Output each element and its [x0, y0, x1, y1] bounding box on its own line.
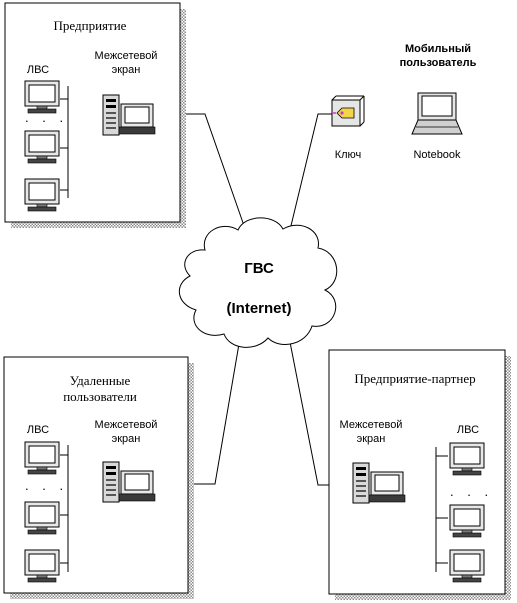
notebook-icon	[411, 92, 463, 135]
mobile-title-2: пользователь	[399, 57, 477, 69]
enterprise-title: Предприятие	[53, 18, 127, 33]
remote-firewall-label-1: Межсетевой	[94, 419, 158, 431]
enterprise-box	[4, 2, 186, 228]
partner-firewall-label-1: Межсетевой	[339, 419, 403, 431]
enterprise-dots: . . .	[25, 110, 69, 125]
link-mobile-wan	[288, 113, 332, 235]
partner-firewall-label-2: экран	[356, 433, 386, 445]
key-icon	[331, 95, 365, 127]
remote-lan-label: ЛВС	[26, 424, 50, 436]
wan-cloud-icon	[179, 217, 338, 348]
wan-sublabel: (Internet)	[226, 300, 292, 317]
remote-title-1: Удаленные	[69, 373, 131, 388]
remote-title-2: пользователи	[63, 389, 137, 404]
partner-lan	[352, 442, 485, 583]
partner-dots: . . .	[450, 484, 494, 499]
partner-lan-label: ЛВС	[456, 424, 480, 436]
remote-firewall-label-2: экран	[111, 433, 141, 445]
partner-title: Предприятие-партнер	[354, 371, 476, 386]
mobile-title-1: Мобильный	[405, 43, 471, 55]
key-label: Ключ	[334, 149, 362, 161]
remote-lan	[24, 441, 156, 583]
enterprise-firewall-label-2: экран	[111, 64, 141, 76]
enterprise-firewall-label-1: Межсетевой	[94, 50, 158, 62]
wan-label: ГВС	[244, 260, 274, 277]
remote-users-box	[3, 356, 194, 599]
notebook-label: Notebook	[413, 149, 461, 161]
remote-dots: . . .	[25, 478, 69, 493]
enterprise-lan-label: ЛВС	[26, 64, 50, 76]
enterprise-lan	[24, 80, 156, 212]
